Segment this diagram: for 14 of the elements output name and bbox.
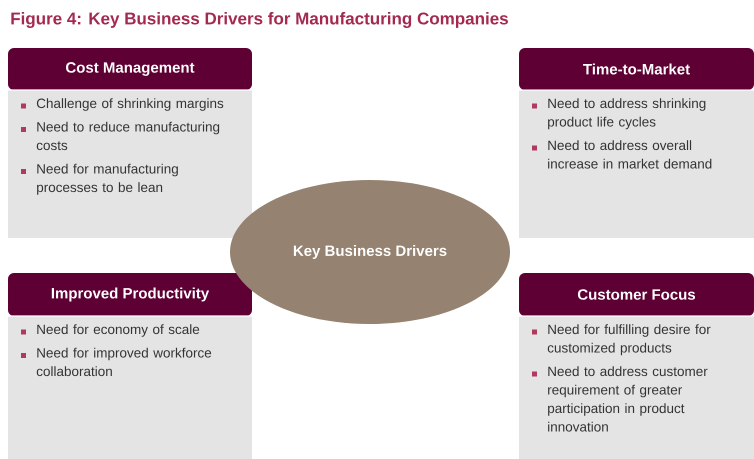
bullet-item: Need to address shrinking product life cycles: [532, 98, 706, 130]
bullet-item: Need for improved workforce collaboration: [21, 348, 212, 376]
heading-bar: Time-to-Market: [519, 48, 754, 91]
bullet-item: Challenge of shrinking margins: [21, 98, 224, 111]
heading-bar: Customer Focus: [519, 273, 754, 317]
heading-bar: Improved Productivity: [8, 273, 252, 317]
bullet-item: Need for manufacturing processes to be lean: [21, 164, 178, 195]
bullet-item: Need for fulfilling desire for customized products: [532, 324, 711, 356]
bullet-item: Need to address customer requirement of greater participation in product innovation: [532, 366, 708, 432]
bullet-item: Need to reduce manufacturing costs: [21, 122, 220, 150]
figure-title: Figure 4: Key Business Drivers for Manufacturing Companies: [11, 12, 508, 28]
bullet-item: Need for economy of scale: [21, 324, 200, 337]
heading-bar: Cost Management: [8, 48, 252, 91]
bullet-item: Need to address overall increase in market demand: [532, 140, 712, 169]
